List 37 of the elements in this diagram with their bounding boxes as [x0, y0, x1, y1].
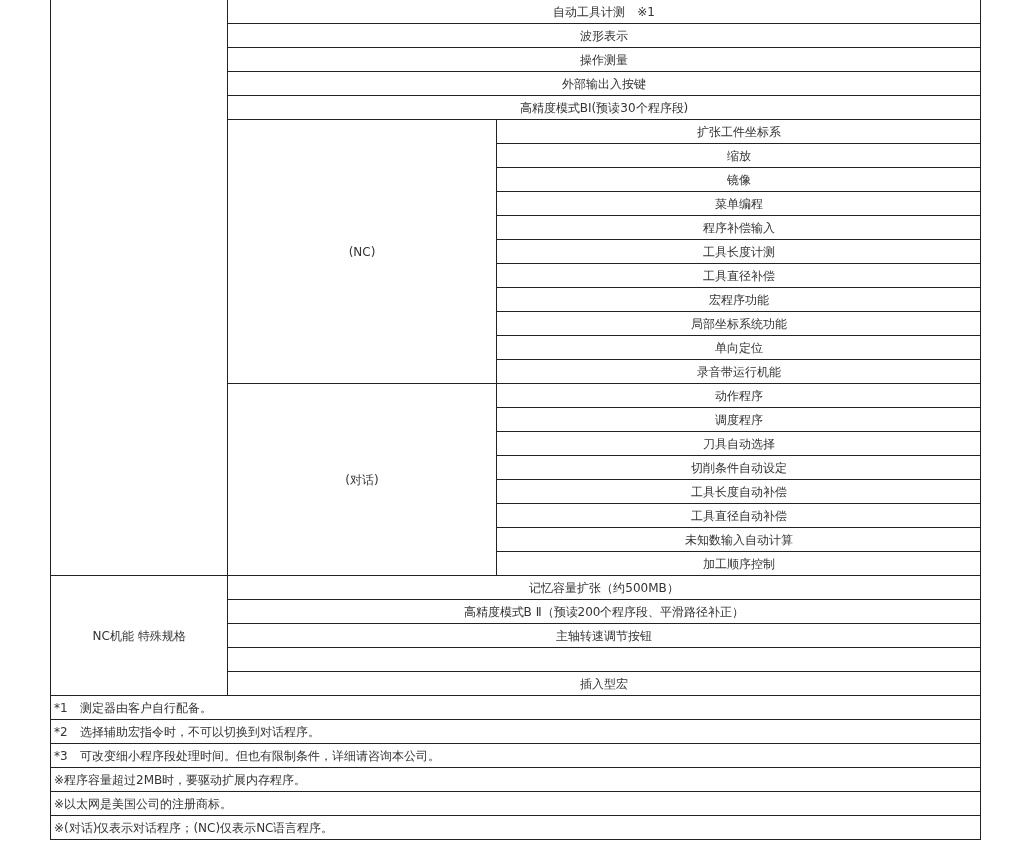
- table-cell: 操作测量: [227, 47, 981, 72]
- table-cell: 动作程序: [496, 383, 981, 408]
- table-cell: *3 可改变细小程序段处理时间。但也有限制条件，详细请咨询本公司。: [50, 743, 981, 768]
- table-cell: 录音带运行机能: [496, 359, 981, 384]
- table-cell: 宏程序功能: [496, 287, 981, 312]
- table-cell: 工具直径自动补偿: [496, 503, 981, 528]
- table-cell: *1 测定器由客户自行配备。: [50, 695, 981, 720]
- table-cell: 未知数输入自动计算: [496, 527, 981, 552]
- table-cell: (对话): [227, 383, 497, 576]
- table-cell: ※以太网是美国公司的注册商标。: [50, 791, 981, 816]
- table-cell: 扩张工件坐标系: [496, 119, 981, 144]
- table-cell: (NC): [227, 119, 497, 384]
- table-cell: 工具长度自动补偿: [496, 479, 981, 504]
- table-cell: 程序补偿输入: [496, 215, 981, 240]
- table-cell: 工具长度计测: [496, 239, 981, 264]
- table-cell: 局部坐标系统功能: [496, 311, 981, 336]
- table-cell: 工具直径补偿: [496, 263, 981, 288]
- table-cell: 插入型宏: [227, 671, 981, 696]
- table-cell: 镜像: [496, 167, 981, 192]
- table-cell: 外部输出入按键: [227, 71, 981, 96]
- table-cell: 波形表示: [227, 23, 981, 48]
- table-cell: 高精度模式BI(预读30个程序段): [227, 95, 981, 120]
- table-cell: 刀具自动选择: [496, 431, 981, 456]
- table-cell: 记忆容量扩张（约500MB）: [227, 575, 981, 600]
- table-cell: 自动工具计测 ※1: [227, 0, 981, 24]
- table-cell: ※(对话)仅表示对话程序；(NC)仅表示NC语言程序。: [50, 815, 981, 840]
- table-cell: 单向定位: [496, 335, 981, 360]
- table-cell: *2 选择辅助宏指令时，不可以切换到对话程序。: [50, 719, 981, 744]
- table-cell: 高精度模式B Ⅱ（预读200个程序段、平滑路径补正）: [227, 599, 981, 624]
- table-cell: 菜单编程: [496, 191, 981, 216]
- table-cell: 加工顺序控制: [496, 551, 981, 576]
- table-cell: NC机能 特殊规格: [50, 575, 228, 696]
- table-cell: 切削条件自动设定: [496, 455, 981, 480]
- table-cell: 缩放: [496, 143, 981, 168]
- table-cell: 主轴转速调节按钮: [227, 623, 981, 648]
- table-cell: 调度程序: [496, 407, 981, 432]
- table-cell: ※程序容量超过2MB时，要驱动扩展内存程序。: [50, 767, 981, 792]
